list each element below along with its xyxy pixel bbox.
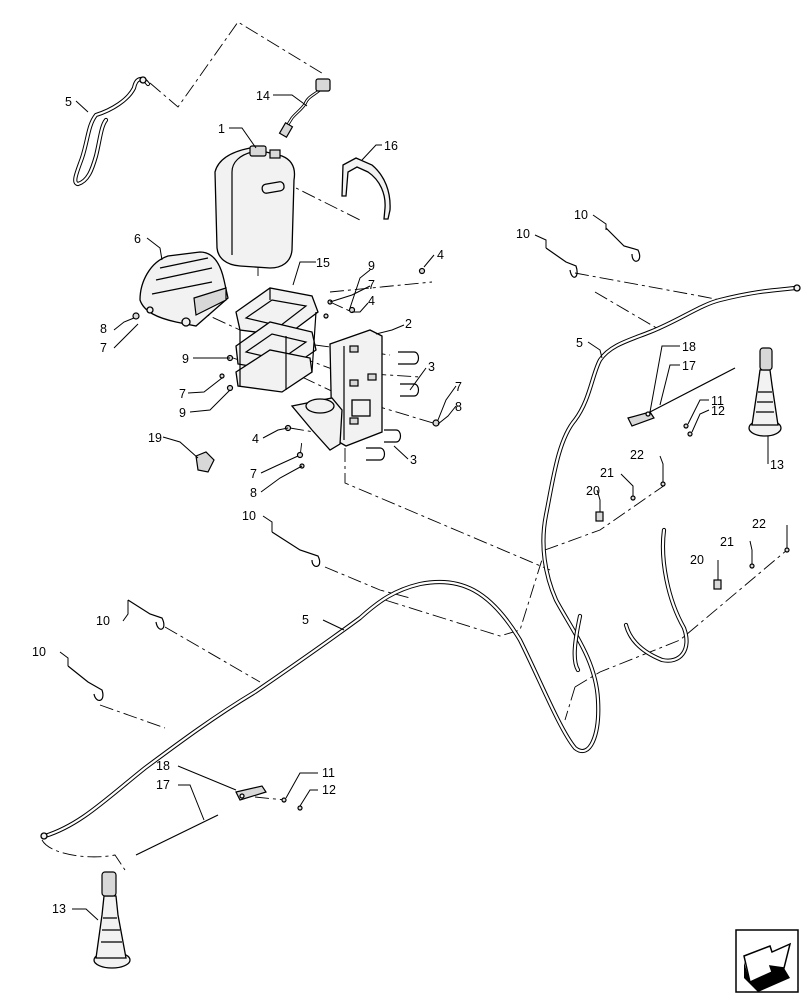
callout-4: 4 [437, 248, 444, 262]
mount-plate-part-2 [290, 329, 383, 451]
callout-8: 8 [100, 322, 107, 336]
callout-10: 10 [516, 227, 530, 241]
callout-3: 3 [410, 453, 417, 467]
cover-part-6 [139, 251, 229, 327]
callout-7: 7 [250, 467, 257, 481]
callout-17: 17 [682, 359, 696, 373]
callout-20: 20 [586, 484, 600, 498]
small-hardware-11-12 [281, 423, 693, 811]
callout-labels: 5 1 14 16 6 15 9 7 4 4 2 8 7 9 7 9 3 3 7… [32, 89, 784, 916]
callout-8: 8 [455, 400, 462, 414]
callout-14: 14 [256, 89, 270, 103]
callout-21: 21 [720, 535, 734, 549]
callout-8: 8 [250, 486, 257, 500]
callout-13: 13 [770, 458, 784, 472]
valve-assembly-upper [627, 367, 736, 427]
callout-5: 5 [576, 336, 583, 350]
callout-21: 21 [600, 466, 614, 480]
callout-10: 10 [96, 614, 110, 628]
callout-13: 13 [52, 902, 66, 916]
callout-9: 9 [182, 352, 189, 366]
clips-part-10 [67, 227, 641, 701]
strap-part-16 [341, 157, 391, 220]
callout-11: 11 [711, 394, 724, 408]
callout-12: 12 [322, 783, 336, 797]
callout-19: 19 [148, 431, 162, 445]
callout-7: 7 [179, 387, 186, 401]
callout-1: 1 [218, 122, 225, 136]
callout-10: 10 [242, 509, 256, 523]
callout-17: 17 [156, 778, 170, 792]
grip-part-13-upper [748, 347, 782, 437]
callout-20: 20 [690, 553, 704, 567]
callout-6: 6 [134, 232, 141, 246]
callout-3: 3 [428, 360, 435, 374]
callout-12: 12 [711, 404, 725, 418]
callout-9: 9 [368, 259, 375, 273]
callout-4: 4 [368, 294, 375, 308]
assembly-lines [41, 21, 788, 871]
callout-7: 7 [368, 278, 375, 292]
callout-5: 5 [302, 613, 309, 627]
callout-16: 16 [384, 139, 398, 153]
callout-22: 22 [630, 448, 644, 462]
callout-11: 11 [322, 766, 335, 780]
callout-22: 22 [752, 517, 766, 531]
valve-assembly-lower [135, 785, 267, 856]
callout-10: 10 [32, 645, 46, 659]
callout-15: 15 [316, 256, 330, 270]
grip-part-13-lower [93, 871, 131, 969]
callout-18: 18 [682, 340, 696, 354]
knob-part-19 [195, 451, 215, 473]
callout-7: 7 [455, 380, 462, 394]
hose-part-5-main [40, 284, 801, 840]
callout-9: 9 [179, 406, 186, 420]
hose-part-5-small [73, 76, 151, 187]
callout-4: 4 [252, 432, 259, 446]
reservoir-part-1 [214, 145, 296, 269]
leader-lines [59, 94, 788, 921]
callout-2: 2 [405, 317, 412, 331]
next-page-arrow-icon[interactable] [735, 929, 799, 993]
callout-7: 7 [100, 341, 107, 355]
callout-5: 5 [65, 95, 72, 109]
harness-part-14 [278, 78, 331, 139]
callout-18: 18 [156, 759, 170, 773]
callout-10: 10 [574, 208, 588, 222]
bracket-part-15 [235, 287, 319, 393]
